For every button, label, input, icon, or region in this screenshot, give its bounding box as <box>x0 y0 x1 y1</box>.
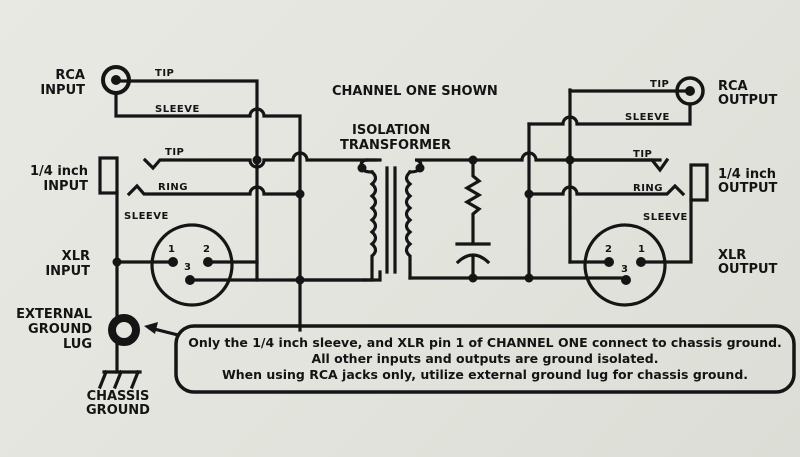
quarter-inch-output-tip-wire <box>568 157 670 173</box>
xlr-output-pin-1 <box>636 257 646 267</box>
xlr-output-label-2: OUTPUT <box>718 262 778 277</box>
rca-output-label-1: RCA <box>718 79 748 94</box>
transformer-label-line2: TRANSFORMER <box>340 138 451 153</box>
xlr-input-connector <box>150 223 234 307</box>
chassis-ground-label-1: CHASSIS <box>87 389 150 404</box>
quarter-inch-input-label-1: 1/4 inch <box>30 164 88 179</box>
rca-input-sleeve-wire <box>114 91 302 332</box>
note-line-3: When using RCA jacks only, utilize exter… <box>222 367 748 382</box>
rca-input-sleeve-label: SLEEVE <box>155 104 200 115</box>
chassis-ground-symbol <box>97 369 142 390</box>
xlr-output-pin-2-label: 2 <box>605 244 612 255</box>
quarter-inch-input-ring-wire <box>126 183 302 197</box>
xlr-output-pin-1-label: 1 <box>638 244 645 255</box>
quarter-inch-output-label-2: OUTPUT <box>718 181 778 196</box>
quarter-inch-input-sleeve-label: SLEEVE <box>124 211 169 222</box>
rca-input-label-2: INPUT <box>40 83 85 98</box>
quarter-inch-output-jack <box>689 163 709 202</box>
ground-lug-label-3: LUG <box>63 337 92 352</box>
note-line-2: All other inputs and outputs are ground … <box>312 351 659 366</box>
quarter-inch-output-ring-wire <box>527 183 686 197</box>
quarter-inch-input-label-2: INPUT <box>43 179 88 194</box>
quarter-inch-input-ring-label: RING <box>158 182 188 193</box>
quarter-inch-output-ring-label: RING <box>633 183 663 194</box>
xlr-input-pin-3-label: 3 <box>184 262 191 273</box>
quarter-inch-output-sleeve-label: SLEEVE <box>643 212 688 223</box>
external-ground-lug <box>108 314 140 346</box>
xlr-input-pin-2-label: 2 <box>203 244 210 255</box>
isolation-transformer <box>357 158 472 282</box>
rca-output-sleeve-label: SLEEVE <box>625 112 670 123</box>
quarter-inch-input-tip-label: TIP <box>165 147 184 158</box>
quarter-inch-input-jack <box>98 156 119 195</box>
quarter-inch-output-sleeve-wire <box>639 198 693 264</box>
xlr-output-pin-3-label: 3 <box>621 264 628 275</box>
rca-output-tip-label: TIP <box>650 79 669 90</box>
rca-output-label-2: OUTPUT <box>718 93 778 108</box>
quarter-inch-output-label-1: 1/4 inch <box>718 167 776 182</box>
xlr-input-label-1: XLR <box>62 249 90 264</box>
ground-lug-label-2: GROUND <box>28 322 92 337</box>
quarter-inch-output-tip-label: TIP <box>633 149 652 160</box>
diagram-title: CHANNEL ONE SHOWN <box>332 84 498 99</box>
note-arrow <box>144 322 180 337</box>
rca-input-tip-label: TIP <box>155 68 174 79</box>
xlr-output-label-1: XLR <box>718 248 746 263</box>
rca-input-tip-wire <box>114 79 259 282</box>
quarter-inch-input-tip-wire <box>142 151 382 171</box>
ground-lug-label-1: EXTERNAL <box>16 307 92 322</box>
chassis-ground-label-2: GROUND <box>86 403 150 418</box>
rca-output-sleeve-wire <box>527 102 692 126</box>
xlr-input-label-2: INPUT <box>45 264 90 279</box>
rc-network <box>455 155 491 283</box>
note-box <box>174 324 796 394</box>
note-line-1: Only the 1/4 inch sleeve, and XLR pin 1 … <box>188 335 782 350</box>
xlr-input-pin-1-label: 1 <box>168 244 175 255</box>
transformer-label-line1: ISOLATION <box>352 123 430 138</box>
rca-input-label-1: RCA <box>55 68 85 83</box>
